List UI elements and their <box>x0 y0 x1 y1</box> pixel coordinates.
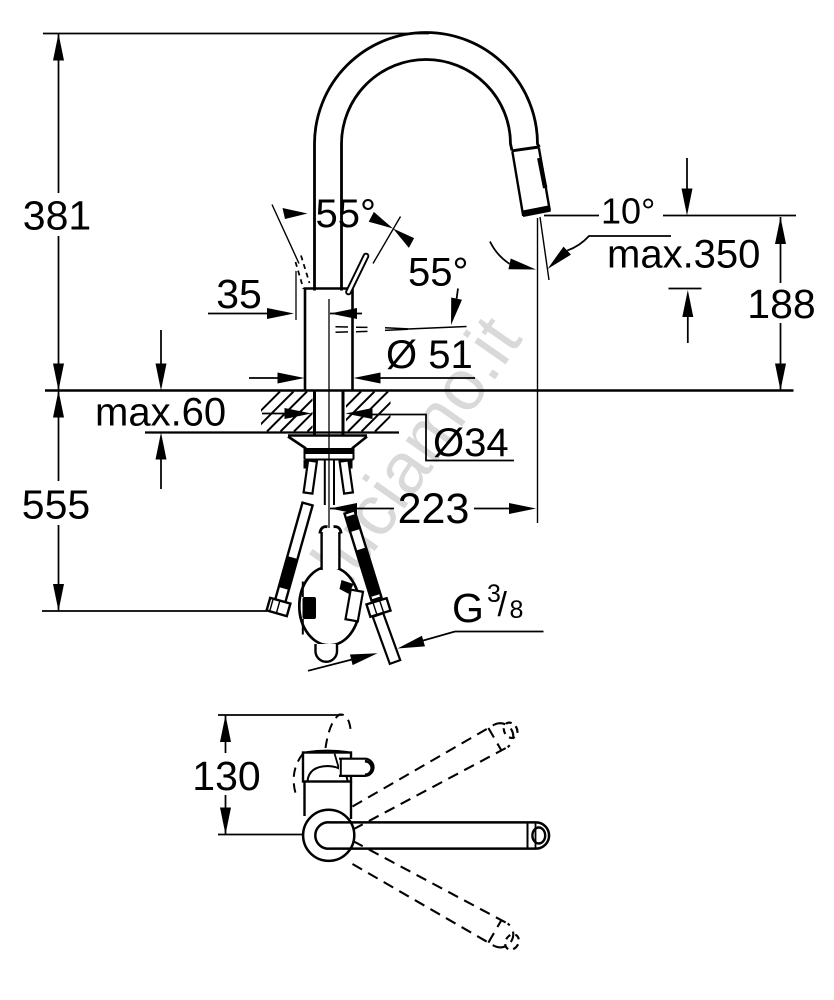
svg-text:Ø34: Ø34 <box>433 421 509 465</box>
svg-text:55°: 55° <box>408 251 469 295</box>
svg-text:3: 3 <box>487 580 501 608</box>
svg-text:G: G <box>452 585 484 631</box>
svg-text:555: 555 <box>22 482 90 528</box>
svg-text:/: / <box>498 586 508 624</box>
svg-text:max.350: max.350 <box>607 233 760 277</box>
svg-text:130: 130 <box>192 753 260 799</box>
svg-text:max.60: max.60 <box>95 391 226 435</box>
svg-text:8: 8 <box>510 596 524 624</box>
svg-text:188: 188 <box>747 281 815 327</box>
svg-text:381: 381 <box>23 193 91 239</box>
svg-text:10°: 10° <box>601 191 655 232</box>
svg-text:35: 35 <box>216 271 262 317</box>
svg-text:55°: 55° <box>316 192 377 236</box>
svg-text:Ø 51: Ø 51 <box>386 333 473 377</box>
svg-text:223: 223 <box>398 485 470 533</box>
